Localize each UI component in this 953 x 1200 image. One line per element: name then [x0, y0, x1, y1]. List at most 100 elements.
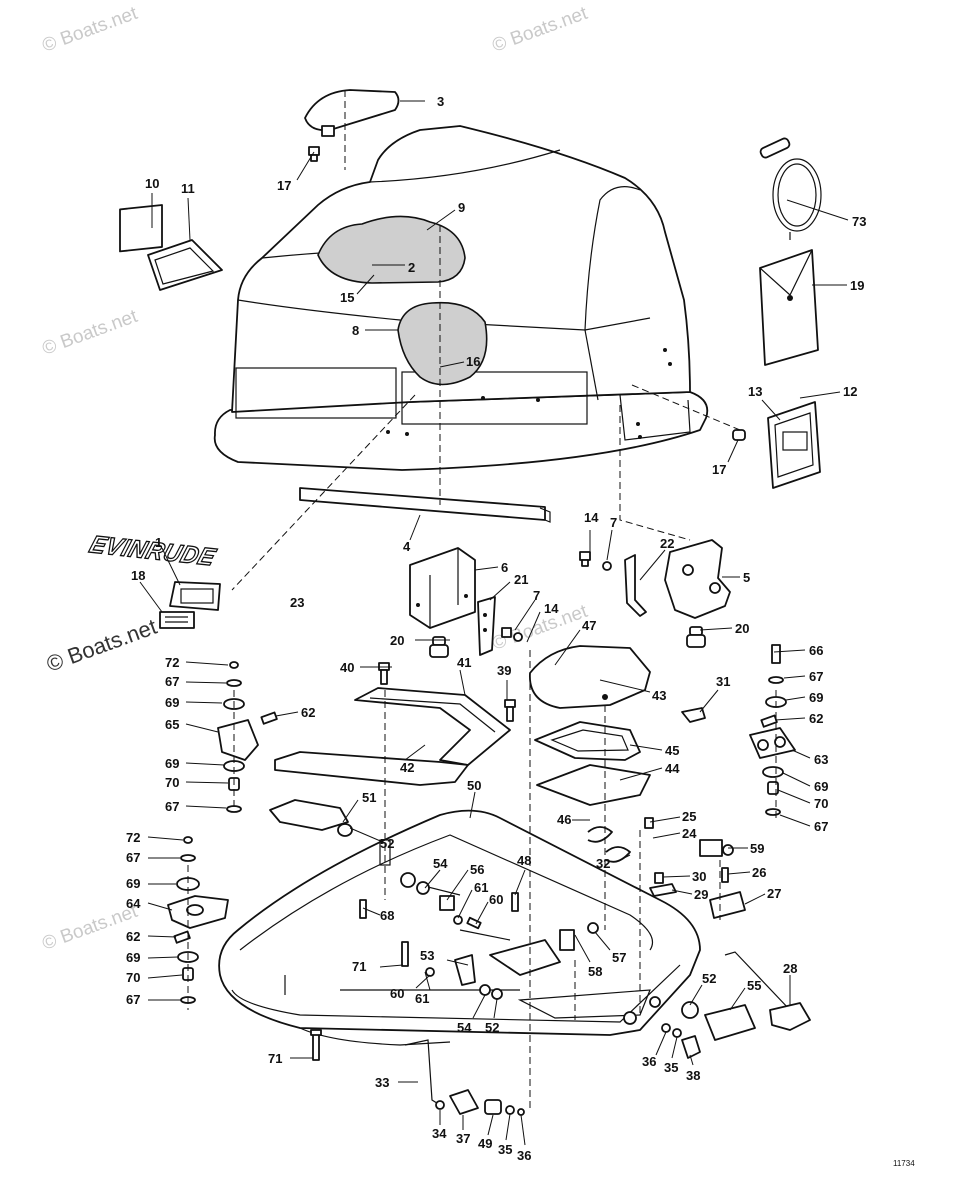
label-decal: [159, 611, 195, 629]
grommet: [491, 988, 503, 1000]
callout-26: 26: [752, 865, 766, 880]
strap: [454, 954, 476, 986]
baffle-plate: [536, 764, 651, 806]
callout-67: 67: [165, 799, 179, 814]
callout-70: 70: [814, 796, 828, 811]
callout-labels: 3 17 10 11 9 2 15 8 16 73 19 12 13 17 4 …: [126, 94, 866, 1163]
callout-50: 50: [467, 778, 481, 793]
callout-71: 71: [268, 1051, 282, 1066]
callout-13: 13: [748, 384, 762, 399]
washer: [587, 922, 599, 934]
callout-14: 14: [544, 601, 559, 616]
callout-60: 60: [489, 892, 503, 907]
cover-cap: [304, 89, 400, 132]
callout-52: 52: [380, 836, 394, 851]
bushing: [484, 1099, 502, 1115]
washer: [672, 1028, 682, 1038]
callout-32: 32: [596, 856, 610, 871]
screw: [579, 551, 591, 567]
screw: [260, 711, 278, 725]
callout-10: 10: [145, 176, 159, 191]
callout-36: 36: [642, 1054, 656, 1069]
washer: [435, 1100, 445, 1110]
watermark: © Boats.net: [40, 3, 141, 57]
callout-9: 9: [458, 200, 465, 215]
screw: [760, 714, 778, 728]
callout-69: 69: [126, 950, 140, 965]
callout-51: 51: [362, 790, 376, 805]
latch-bracket: [409, 547, 476, 629]
callout-58: 58: [588, 964, 602, 979]
callout-20: 20: [735, 621, 749, 636]
callout-7: 7: [533, 588, 540, 603]
callout-61: 61: [415, 991, 429, 1006]
callout-16: 16: [466, 354, 480, 369]
cover-cap-tab: [321, 125, 335, 137]
bolt: [511, 892, 519, 912]
watermark: © Boats.net: [490, 3, 591, 57]
callout-14: 14: [584, 510, 599, 525]
callout-41: 41: [457, 655, 471, 670]
callout-67: 67: [126, 850, 140, 865]
washer: [453, 915, 463, 925]
callout-71: 71: [352, 959, 366, 974]
screw: [173, 930, 191, 944]
latch-hook: [605, 846, 631, 863]
latch: [477, 596, 496, 656]
screw: [644, 817, 654, 829]
bracket: [699, 839, 723, 857]
callout-44: 44: [665, 761, 680, 776]
clip: [681, 707, 706, 723]
fitting: [449, 1089, 479, 1115]
callout-17: 17: [712, 462, 726, 477]
callout-24: 24: [682, 826, 697, 841]
callout-70: 70: [165, 775, 179, 790]
callout-34: 34: [432, 1126, 447, 1141]
shift-knob: [769, 1002, 811, 1031]
bolt: [310, 1029, 322, 1036]
callout-62: 62: [126, 929, 140, 944]
callout-11: 11: [181, 181, 195, 196]
callout-67: 67: [165, 674, 179, 689]
washer: [505, 1105, 515, 1115]
alignment-lines: [187, 90, 777, 1110]
clip: [649, 883, 677, 897]
callout-67: 67: [126, 992, 140, 1007]
shield-plate: [529, 645, 651, 709]
callout-47: 47: [582, 618, 596, 633]
callout-38: 38: [686, 1068, 700, 1083]
seal-strip: [299, 487, 546, 521]
callout-54: 54: [433, 856, 448, 871]
callout-15: 15: [340, 290, 354, 305]
watermark: © Boats.net: [40, 306, 141, 360]
shift-rod: [404, 1039, 441, 1106]
latch-hook: [587, 826, 613, 843]
owners-envelope: [759, 249, 819, 366]
callout-46: 46: [557, 812, 571, 827]
grommet: [416, 881, 430, 895]
callout-57: 57: [612, 950, 626, 965]
decal-frame: [147, 239, 223, 291]
callout-39: 39: [497, 663, 511, 678]
watermark-logo: © Boats.net: [43, 614, 160, 677]
callout-29: 29: [694, 887, 708, 902]
shift-rod: [724, 951, 791, 1011]
screw: [308, 146, 320, 162]
acoustic-foam-upper: [317, 215, 466, 284]
acoustic-foam-lower: [397, 301, 488, 386]
latch-spring: [624, 554, 647, 617]
callout-35: 35: [498, 1142, 512, 1157]
callout-69: 69: [126, 876, 140, 891]
bolt: [378, 662, 390, 685]
grommet: [686, 626, 706, 648]
callout-62: 62: [301, 705, 315, 720]
screw: [466, 916, 482, 930]
callout-56: 56: [470, 862, 484, 877]
callout-28: 28: [783, 961, 797, 976]
callout-43: 43: [652, 688, 666, 703]
callout-65: 65: [165, 717, 179, 732]
callout-2: 2: [408, 260, 415, 275]
leader-lines: [139, 100, 849, 1146]
screw: [501, 627, 512, 638]
screw: [654, 872, 664, 884]
